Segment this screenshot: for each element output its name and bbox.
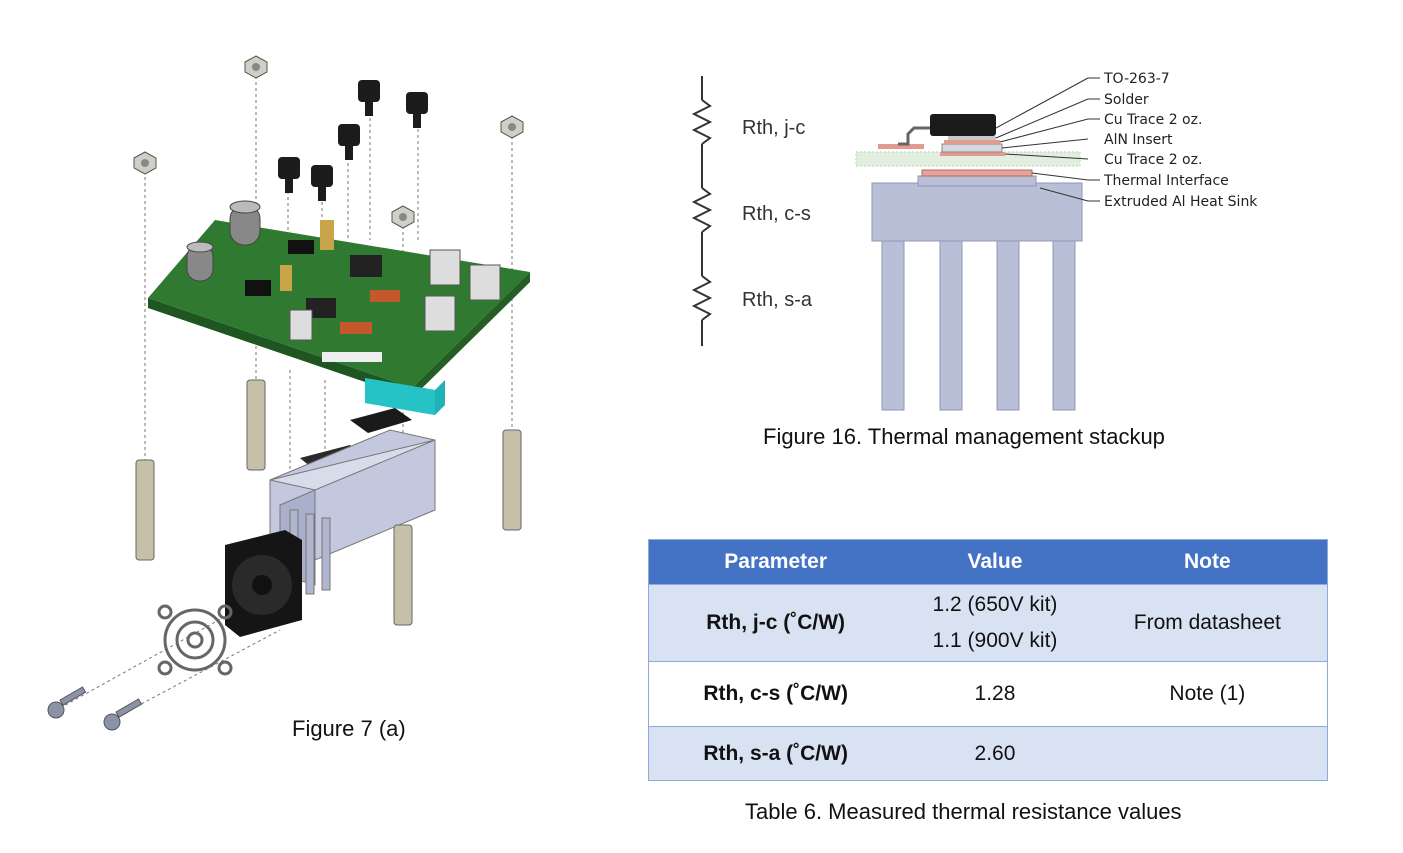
cell-note: Note (1) [1087,661,1328,727]
table-row: Rth, s-a (˚C/W) 2.60 [648,726,1328,781]
rth-jc-label: Rth, j-c [742,117,805,139]
value-line: 1.2 (650V kit) [932,593,1058,616]
header-parameter: Parameter [648,539,903,585]
layer-label-solder: Solder [1104,92,1149,108]
cell-value: 1.2 (650V kit) 1.1 (900V kit) [902,584,1088,662]
table-header-row: Parameter Value Note [648,539,1328,585]
layer-label-thermal-interface: Thermal Interface [1103,173,1229,189]
header-note: Note [1087,539,1328,585]
value-line: 1.1 (900V kit) [932,629,1058,652]
layer-label-cu-trace-upper: Cu Trace 2 oz. [1104,112,1202,128]
cell-value: 2.60 [902,726,1088,781]
cell-parameter: Rth, j-c (˚C/W) [648,584,903,662]
layer-label-heat-sink: Extruded Al Heat Sink [1104,194,1258,210]
resistor-chain [691,76,713,346]
hex-nut-icon [133,55,524,229]
cell-parameter: Rth, s-a (˚C/W) [648,726,903,781]
layer-label-to263: TO-263-7 [1103,71,1170,87]
standoff-icon [135,379,522,626]
rth-cs-label: Rth, c-s [742,203,811,225]
table-6-caption: Table 6. Measured thermal resistance val… [745,799,1182,824]
cell-note: From datasheet [1087,584,1328,662]
table-row: Rth, c-s (˚C/W) 1.28 Note (1) [648,661,1328,727]
header-value: Value [902,539,1088,585]
table-row: Rth, j-c (˚C/W) 1.2 (650V kit) 1.1 (900V… [648,584,1328,662]
screw-icon [278,80,428,201]
figure-16-caption: Figure 16. Thermal management stackup [763,424,1165,449]
rth-sa-label: Rth, s-a [742,289,813,311]
fan-guard-icon [157,604,233,676]
cell-note [1087,726,1328,781]
exploded-assembly-illustration [47,55,530,731]
thermal-resistance-table: Parameter Value Note Rth, j-c (˚C/W) 1.2… [648,539,1328,781]
fan-icon [225,530,302,637]
cell-parameter: Rth, c-s (˚C/W) [648,661,903,727]
pcb-board [148,200,530,398]
thermal-stackup-diagram: Rth, j-c Rth, c-s Rth, s-a [691,71,1258,411]
layer-label-cu-trace-lower: Cu Trace 2 oz. [1104,152,1202,168]
stackup-drawing [855,114,1083,411]
thermal-block [365,378,445,415]
bottom-screw-icon [47,686,143,731]
cell-value: 1.28 [902,661,1088,727]
figure-7-caption: Figure 7 (a) [292,716,406,741]
layer-label-aln-insert: AlN Insert [1104,132,1173,148]
